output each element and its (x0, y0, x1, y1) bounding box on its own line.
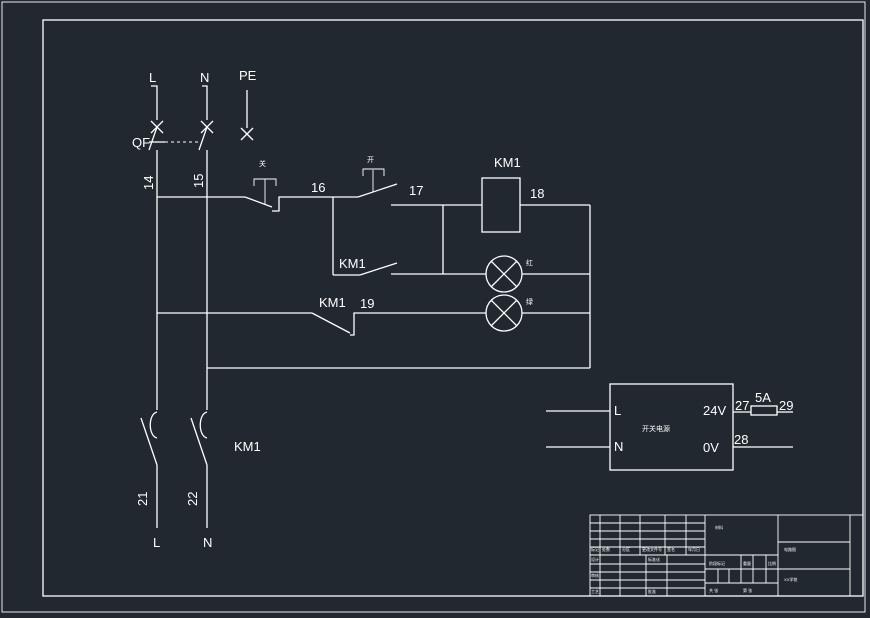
title-stage-label: 阶段标记 (709, 560, 725, 566)
contactor-coil-label: KM1 (494, 155, 521, 170)
start-button (362, 168, 385, 192)
stop-button (253, 178, 277, 204)
lamp-red-label: 红 (526, 258, 533, 267)
title-sheets-total: 共 张 (709, 587, 718, 593)
title-rev-zone: 分区 (622, 546, 630, 552)
power-supply-name: 开关电源 (642, 424, 670, 433)
lamp-green (485, 294, 523, 332)
stop-button-label: 关 (259, 159, 266, 168)
main-contacts-label: KM1 (234, 439, 261, 454)
contactor-coil (481, 177, 521, 233)
control-rung-2 (332, 197, 590, 276)
control-rung-3 (157, 312, 590, 336)
wire-18: 18 (530, 186, 544, 201)
title-rev-date: 年月日 (688, 546, 700, 552)
title-sheet-no: 第 张 (743, 587, 752, 593)
title-check: 审核 (591, 572, 599, 578)
lamp-green-label: 绿 (526, 297, 533, 306)
title-rev-count: 处数 (602, 546, 610, 552)
psu-output-24v: 24V (703, 403, 726, 418)
title-approve: 批准 (648, 588, 656, 594)
psu-input-n: N (614, 439, 623, 454)
terminal-l-top: L (149, 70, 156, 85)
wire-19: 19 (360, 296, 374, 311)
wire-29: 29 (779, 398, 793, 413)
title-rev-doc: 更改文件号 (642, 546, 662, 552)
title-unit: XX学校 (784, 576, 797, 582)
title-weight: 重量 (743, 560, 751, 566)
terminal-n-top: N (200, 70, 209, 85)
wire-14: 14 (141, 176, 156, 190)
psu-input-l: L (614, 403, 621, 418)
start-button-label: 开 (367, 156, 374, 164)
wire-22: 22 (185, 492, 200, 506)
title-rev-sign: 签名 (667, 546, 675, 552)
fuse-5a (750, 405, 778, 416)
psu-output-0v: 0V (703, 440, 719, 455)
title-drawing-name: 电路图 (784, 546, 796, 552)
fuse-label: 5A (755, 390, 771, 405)
terminal-pe-top: PE (239, 68, 257, 83)
wire-16: 16 (311, 180, 325, 195)
wire-27: 27 (735, 398, 749, 413)
nc-contact-label: KM1 (319, 295, 346, 310)
wire-21: 21 (135, 492, 150, 506)
title-rev-mark: 标记 (591, 546, 599, 552)
title-standard: 标准化 (648, 556, 660, 562)
wire-15: 15 (191, 174, 206, 188)
breaker-qf-n (198, 85, 214, 160)
hold-contact-label: KM1 (339, 256, 366, 271)
breaker-qf-l (148, 85, 165, 160)
power-supply (546, 383, 793, 471)
lamp-red (485, 255, 523, 293)
title-process: 工艺 (591, 589, 599, 594)
wire-28: 28 (734, 432, 748, 447)
pe-conductor (240, 90, 254, 141)
title-scale: 比例 (768, 560, 776, 566)
terminal-l-bottom: L (153, 535, 160, 550)
breaker-qf-label: QF (132, 135, 150, 150)
title-design: 设计 (591, 556, 599, 562)
title-block (589, 514, 864, 597)
terminal-n-bottom: N (203, 535, 212, 550)
wire-17: 17 (409, 183, 423, 198)
main-contacts (140, 411, 208, 528)
title-material: 材料 (715, 524, 723, 530)
control-rung-1 (157, 183, 591, 369)
